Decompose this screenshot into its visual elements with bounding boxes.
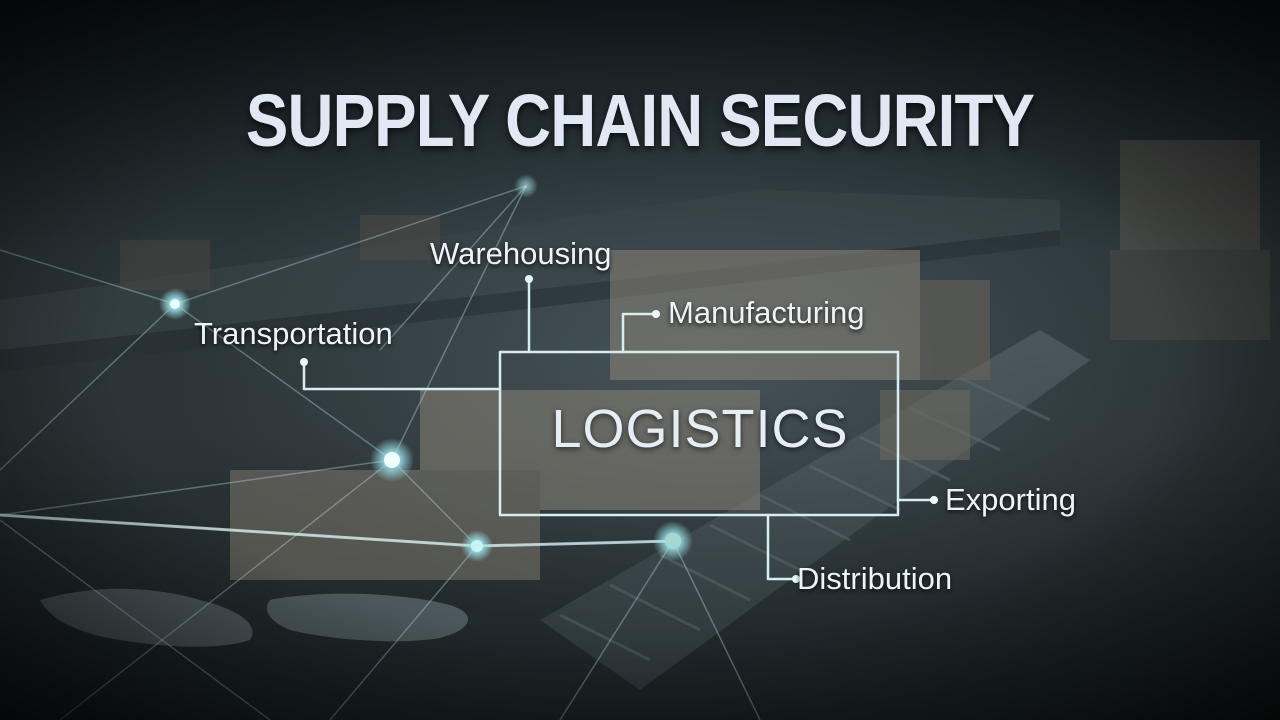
label-exporting: Exporting bbox=[945, 482, 1076, 517]
dot-transportation bbox=[300, 358, 308, 366]
label-warehousing: Warehousing bbox=[430, 236, 612, 271]
label-transportation: Transportation bbox=[194, 316, 393, 351]
dot-exporting bbox=[930, 496, 938, 504]
dot-warehousing bbox=[525, 275, 533, 283]
slide-title: SUPPLY CHAIN SECURITY bbox=[245, 79, 1035, 162]
dot-manufacturing bbox=[652, 310, 660, 318]
connector-manufacturing bbox=[621, 312, 656, 354]
label-manufacturing: Manufacturing bbox=[668, 295, 865, 330]
label-distribution: Distribution bbox=[797, 561, 953, 596]
logistics-box bbox=[498, 350, 900, 517]
logistics-label: LOGISTICS bbox=[551, 399, 849, 459]
connector-transportation bbox=[302, 362, 502, 391]
dot-distribution bbox=[792, 575, 800, 583]
connector-distribution bbox=[766, 513, 797, 581]
